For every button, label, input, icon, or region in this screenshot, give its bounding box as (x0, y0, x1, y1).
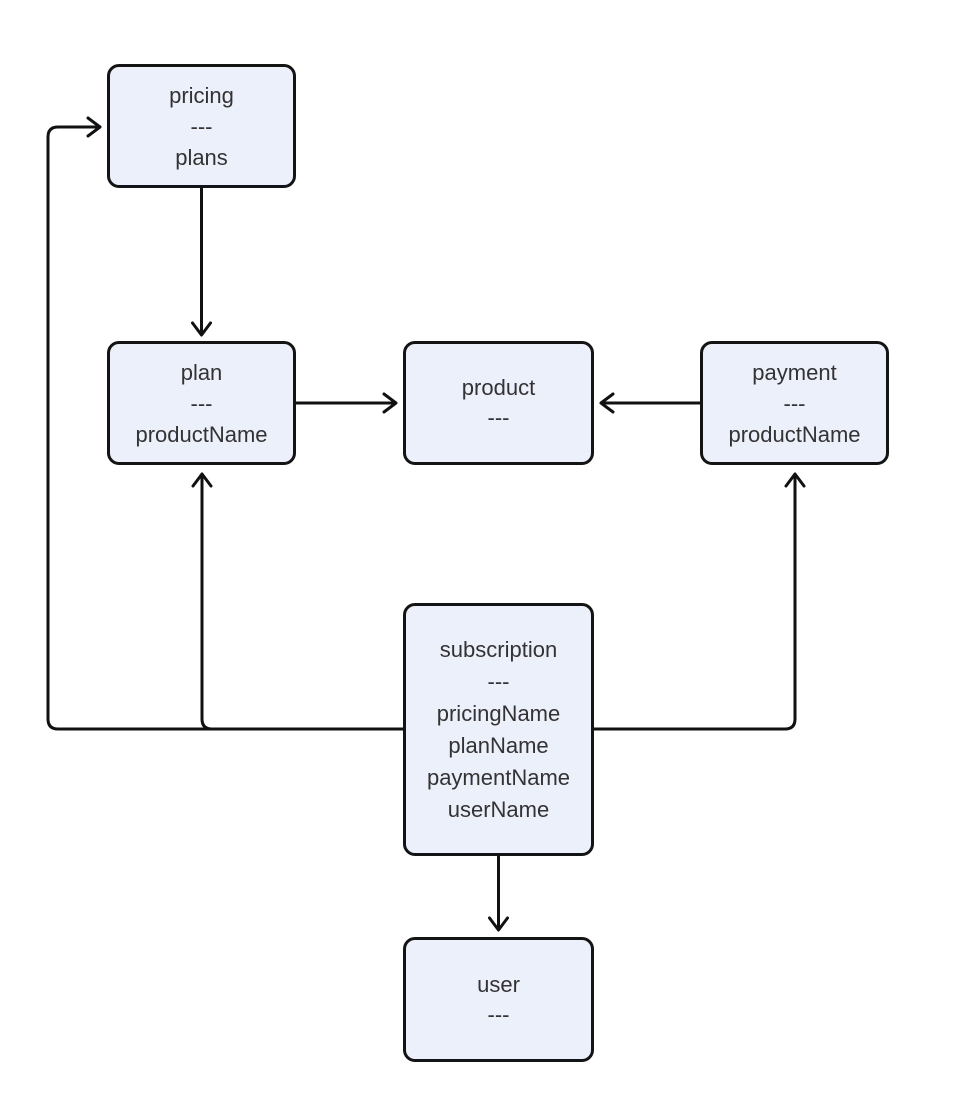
node-separator: --- (487, 405, 510, 430)
node-title: user (477, 971, 520, 997)
node-separator: --- (190, 390, 213, 416)
node-attribute: userName (447, 796, 550, 822)
node-separator: --- (487, 668, 510, 694)
edge-subscription-to-plan (191, 472, 403, 731)
node-title: subscription (439, 636, 558, 662)
node-plan: plan --- productName (107, 341, 296, 465)
node-title: product (461, 375, 536, 400)
node-separator: --- (487, 1001, 510, 1027)
node-pricing: pricing --- plans (107, 64, 296, 188)
node-attribute: planName (448, 732, 549, 758)
node-subscription: subscription --- pricingName planName pa… (403, 603, 594, 856)
node-title: payment (752, 359, 837, 385)
node-attribute: productName (135, 421, 268, 447)
node-user: user --- (403, 937, 594, 1062)
node-attribute: paymentName (426, 764, 571, 790)
node-attribute: productName (728, 421, 861, 447)
node-separator: --- (783, 390, 806, 416)
node-title: pricing (169, 82, 234, 108)
node-product: product --- (403, 341, 594, 465)
edge-subscription-to-payment (594, 472, 806, 731)
node-attribute: plans (175, 144, 228, 170)
node-title: plan (180, 359, 223, 385)
node-payment: payment --- productName (700, 341, 889, 465)
node-separator: --- (190, 113, 213, 139)
node-attribute: pricingName (436, 700, 561, 726)
